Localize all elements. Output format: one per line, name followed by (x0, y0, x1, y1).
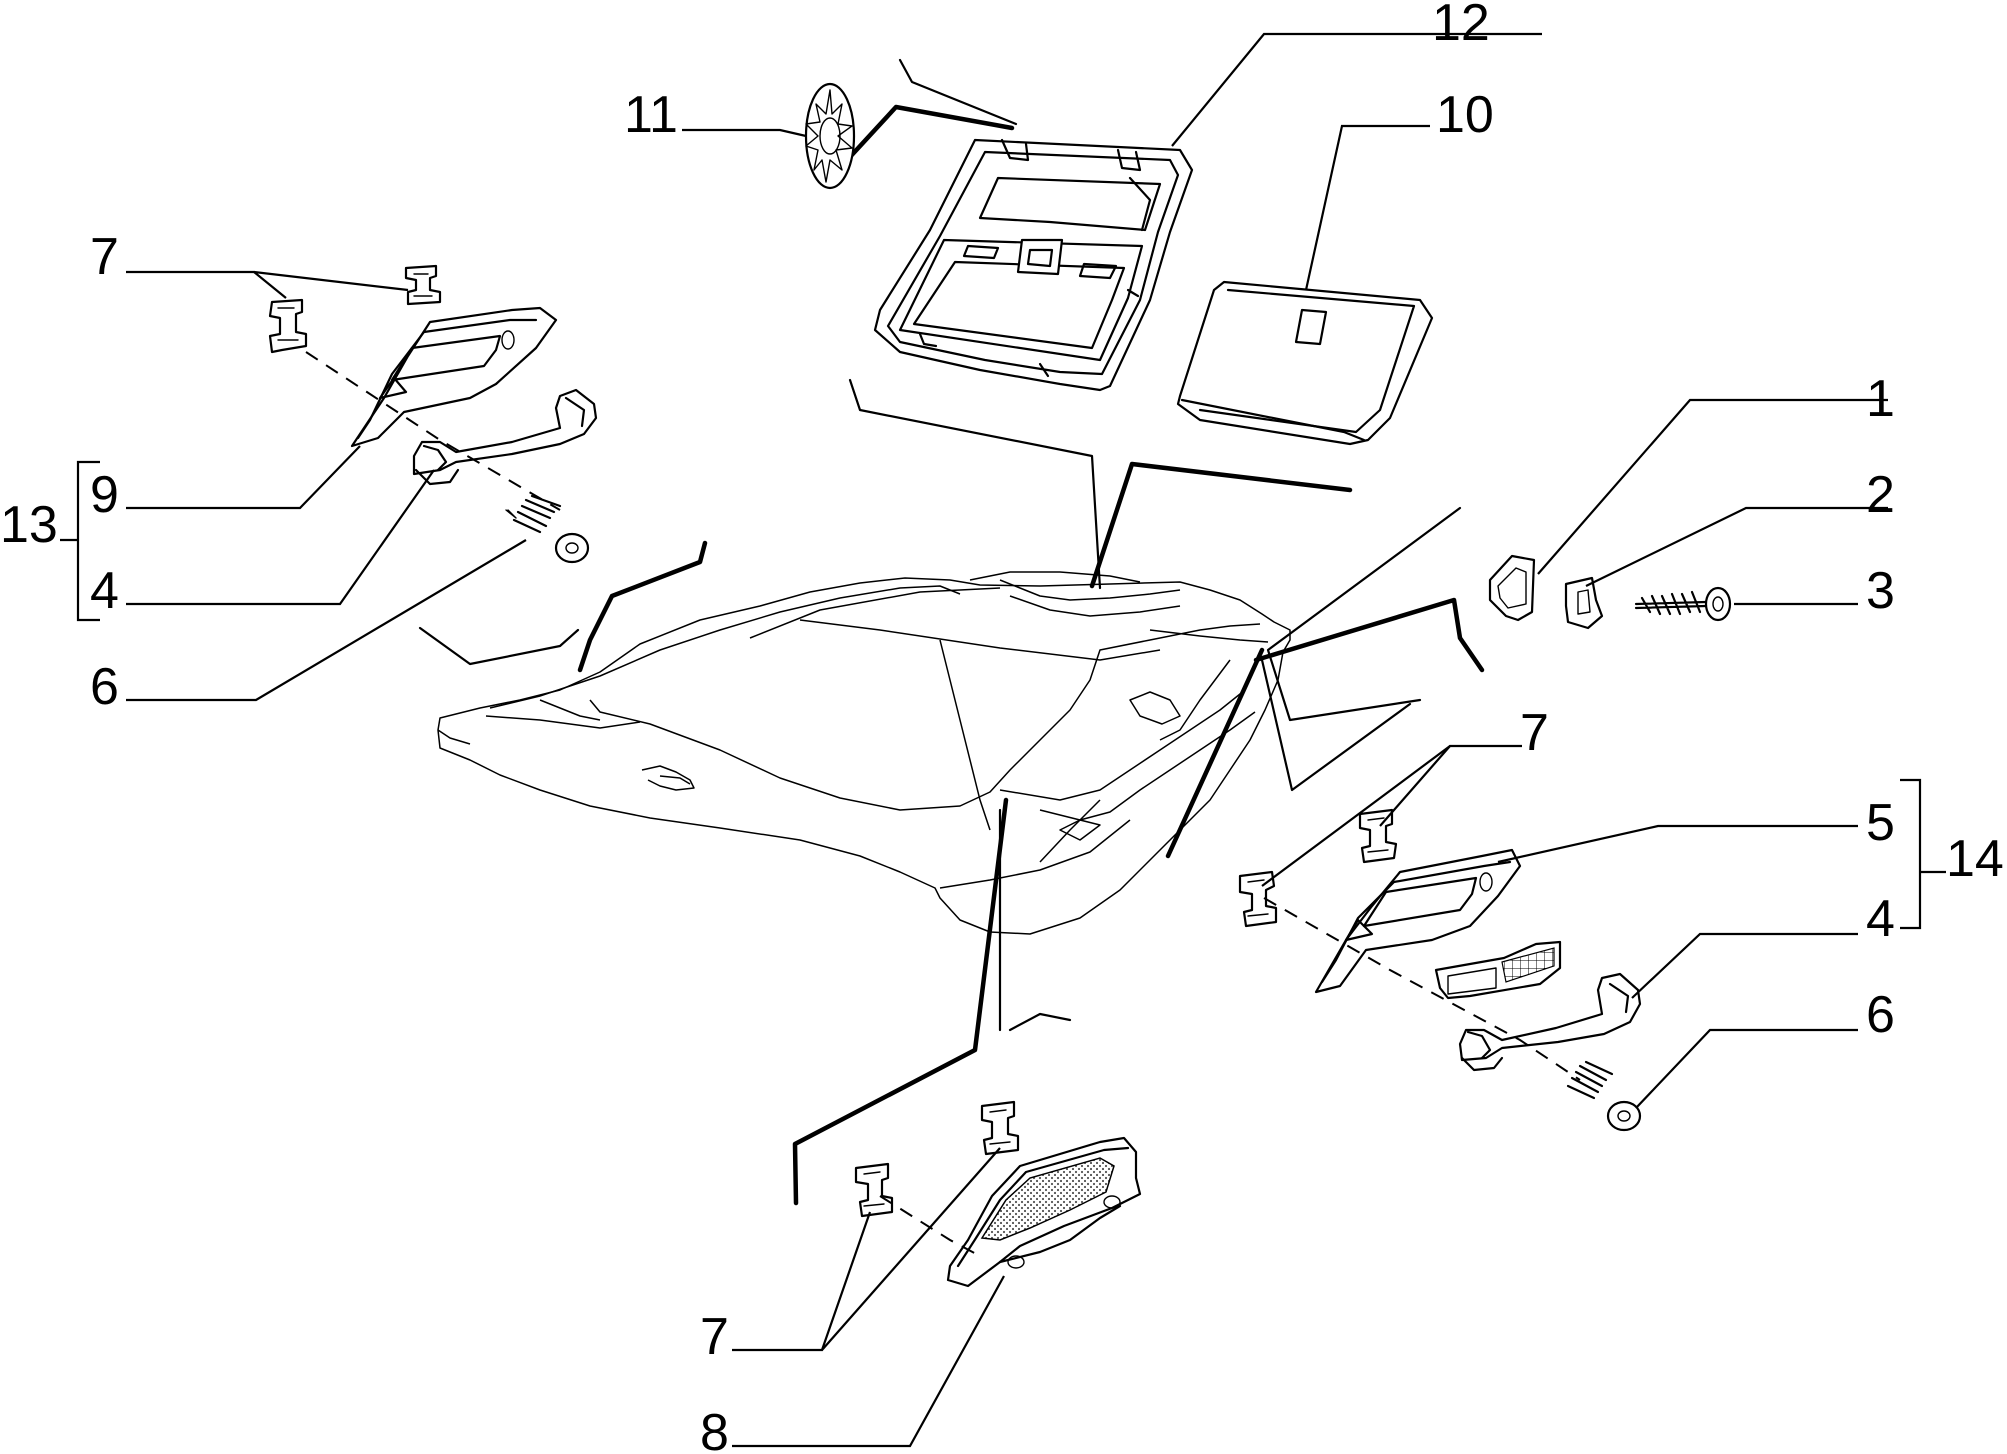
part-8-lamp-housing-bottom (946, 1136, 1142, 1288)
callout-9: 9 (90, 466, 119, 524)
part-6-screw-right (1566, 1060, 1642, 1132)
assembly-axis-bottom (879, 1195, 981, 1257)
callout-12: 12 (1432, 0, 1490, 52)
callout-7-right: 7 (1520, 704, 1549, 762)
lamp-lens-right (1434, 940, 1562, 1000)
part-4-grab-handle-right (1458, 972, 1642, 1072)
callout-3: 3 (1866, 562, 1895, 620)
callout-8: 8 (700, 1404, 729, 1454)
part-1-bracket (1488, 554, 1536, 622)
callout-6-right: 6 (1866, 986, 1895, 1044)
part-7-clip-bottom-b (854, 1162, 894, 1218)
assembly-axis-left (305, 351, 561, 511)
callout-7-bottom: 7 (700, 1308, 729, 1366)
part-7-clip-top-left-b (268, 298, 308, 354)
callout-10: 10 (1436, 86, 1494, 144)
part-6-screw-left (505, 494, 590, 564)
callout-14: 14 (1946, 830, 2004, 888)
part-2-clip (1564, 576, 1604, 630)
part-9-handle-bezel-left (350, 306, 558, 448)
callout-4-right: 4 (1866, 890, 1895, 948)
callout-6-left: 6 (90, 658, 119, 716)
callout-5: 5 (1866, 794, 1895, 852)
part-7-clip-top-left-a (404, 264, 442, 306)
callout-13: 13 (0, 496, 58, 554)
part-12-courtesy-light-housing (873, 138, 1194, 392)
callout-7-top-left: 7 (90, 228, 119, 286)
roof-headliner (437, 571, 1291, 935)
callout-4-left: 4 (90, 562, 119, 620)
callout-2: 2 (1866, 466, 1895, 524)
callout-1: 1 (1866, 370, 1895, 428)
part-7-clip-right-b (1238, 870, 1278, 928)
part-4-grab-handle-left (412, 388, 598, 486)
callout-leaders (60, 32, 1946, 1448)
part-11-star-clip (804, 82, 856, 190)
part-7-clip-right-a (1358, 808, 1398, 864)
part-5-lamp-bezel-right (1314, 848, 1522, 994)
part-7-clip-bottom-a (980, 1100, 1020, 1156)
assembly-axis-right (1263, 897, 1581, 1081)
part-3-screw (1634, 586, 1732, 622)
callout-11: 11 (624, 86, 678, 144)
part-10-lens-cover (1176, 280, 1434, 446)
